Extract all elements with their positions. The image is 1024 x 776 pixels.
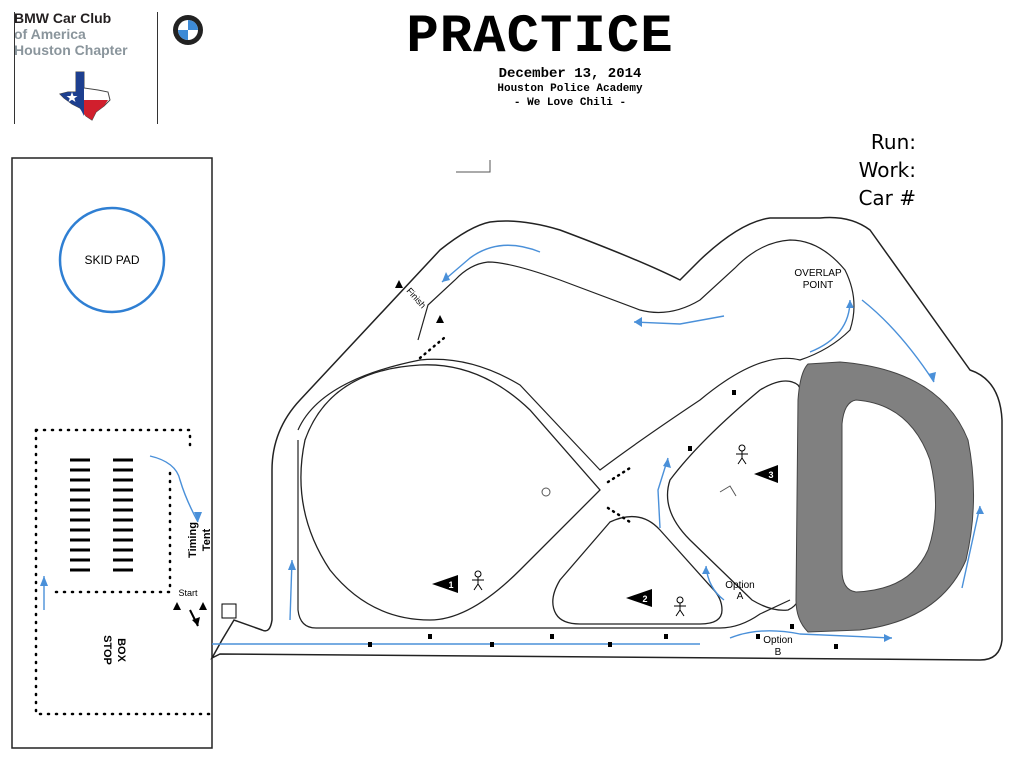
island-2 (552, 515, 723, 625)
worker-station-2: 2 (626, 589, 686, 617)
worker-station-1: 1 (432, 570, 484, 593)
header-divider-right (157, 12, 158, 124)
lot-outer-edge (210, 216, 1003, 661)
course-inner-edge-bottom (297, 440, 791, 629)
stop-box-label-2: BOX (115, 638, 127, 663)
event-date: December 13, 2014 (498, 66, 642, 82)
drain-marker (541, 487, 551, 497)
straight-cones (368, 390, 838, 649)
option-b-label-1: Option (763, 635, 792, 646)
club-logo-block: BMW Car Club of America Houston Chapter (14, 10, 164, 125)
svg-text:3: 3 (768, 470, 773, 480)
course-inner-edge-top (297, 239, 855, 471)
pit-area-outline (11, 157, 213, 749)
finish-gate (418, 336, 446, 360)
svg-text:2: 2 (642, 594, 647, 604)
texas-flag-icon (59, 71, 111, 121)
run-card: Run: Work: Car # (858, 128, 916, 212)
worker-station-3: 3 (736, 444, 778, 483)
start-arrowhead (192, 617, 200, 626)
skid-pad-label: SKID PAD (84, 253, 139, 267)
timing-box (221, 603, 237, 619)
skid-pad-circle (58, 206, 166, 314)
svg-text:1: 1 (448, 580, 453, 590)
org-line-2: of America (14, 26, 86, 42)
pit-cone-line-top (34, 428, 192, 448)
event-venue: Houston Police Academy (497, 83, 643, 95)
structure-top (456, 160, 491, 173)
crossover-gate-top (606, 466, 632, 484)
page-title: PRACTICE (406, 7, 674, 68)
org-line-3: Houston Chapter (14, 42, 128, 58)
start-cones (173, 280, 444, 610)
overlap-label-1: OVERLAP (794, 268, 842, 279)
overlap-label-2: POINT (803, 280, 834, 291)
grid-spots (70, 458, 133, 572)
start-label: Start (178, 588, 198, 598)
timing-tent-label-1: Timing (187, 522, 199, 558)
gray-pad-hole (841, 399, 936, 593)
car-number-label: Car # (858, 186, 916, 210)
pit-cone-line-left (34, 428, 212, 716)
stop-box-label-1: STOP (101, 635, 113, 665)
event-info: December 13, 2014 Houston Police Academy… (380, 66, 760, 110)
option-a-label-2: A (737, 591, 744, 602)
header-divider-left (14, 12, 15, 124)
timing-tent-label-2: Tent (201, 528, 213, 551)
structure-island-3 (719, 485, 737, 497)
bmw-roundel-icon (173, 15, 203, 45)
crossover-gate-bottom (606, 506, 632, 524)
run-label: Run: (870, 130, 916, 154)
event-note: - We Love Chili - (513, 97, 627, 109)
pit-cone-line-inner (54, 468, 172, 594)
option-a-label-1: Option (725, 580, 754, 591)
direction-arrowheads (40, 272, 984, 642)
option-b-label-2: B (775, 647, 782, 658)
org-line-1: BMW Car Club (14, 10, 112, 26)
island-1 (300, 364, 601, 621)
finish-label: Finish (404, 286, 428, 311)
direction-arrows (43, 244, 981, 645)
work-label: Work: (858, 158, 916, 182)
